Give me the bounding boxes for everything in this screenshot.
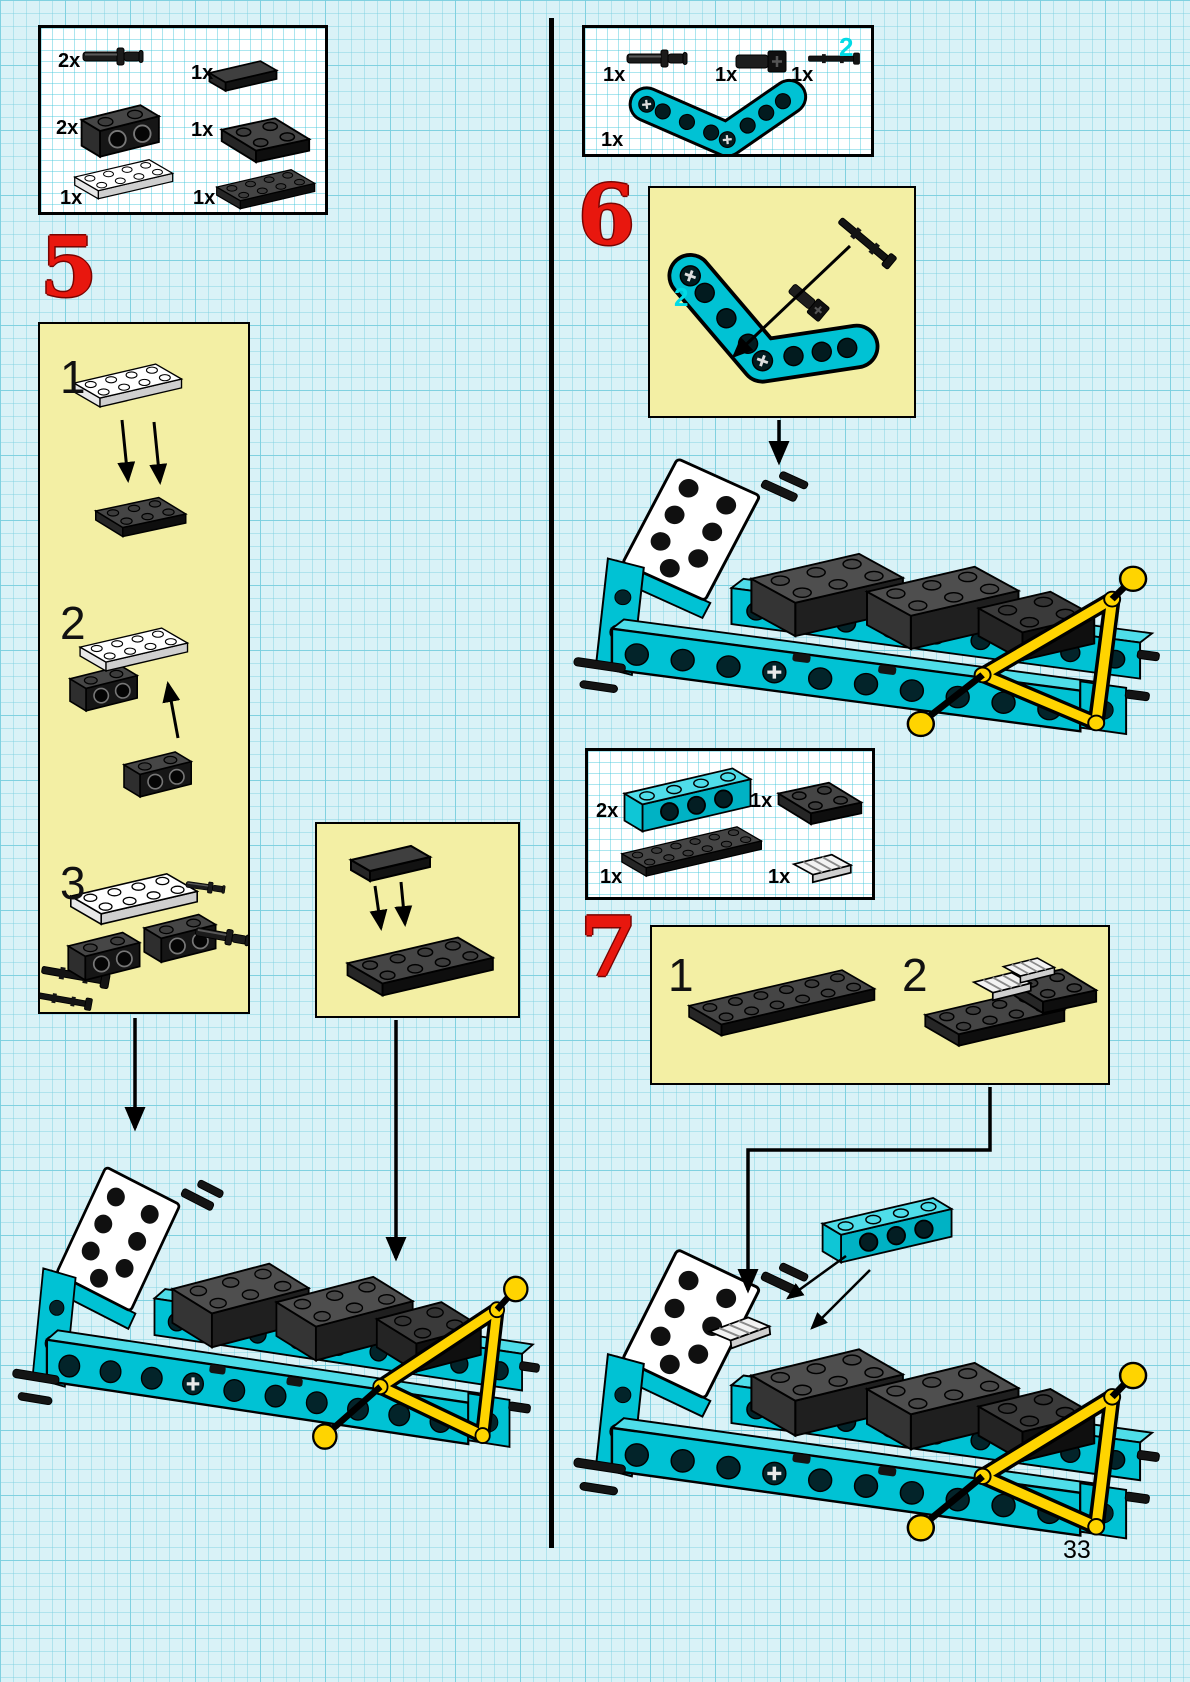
qty-label: 1x	[191, 62, 214, 84]
substep-3-number: 3	[60, 857, 86, 909]
qty-label: 1x	[600, 866, 623, 888]
chassis-assembly-step5	[20, 1150, 540, 1460]
white-plate-2x4	[79, 627, 189, 672]
technic-brick	[143, 913, 217, 963]
assembly-arrow	[162, 681, 181, 739]
black-plate-2x6-part	[621, 826, 762, 877]
assembly-arrow	[117, 419, 136, 483]
black-axle	[40, 989, 93, 1012]
parts-callout-box-step5: 2x 1x 2x 1x 1x 1x	[38, 25, 328, 215]
qty-label: 1x	[791, 64, 814, 86]
white-grille-part	[792, 853, 852, 884]
qty-label: 1x	[60, 187, 83, 209]
step-6-number: 6	[578, 168, 636, 264]
qty-label: 2x	[596, 800, 619, 822]
substep-2-number: 2	[60, 597, 86, 649]
parts-box1-illustrations	[74, 47, 316, 210]
black-pin-part	[626, 49, 688, 68]
chassis	[12, 1136, 540, 1449]
dark-tile-part	[208, 60, 278, 92]
step-7-number: 7	[580, 900, 638, 996]
assembly-arrow	[369, 885, 388, 931]
assembly-arrow	[394, 881, 413, 927]
substep-2-number: 2	[902, 949, 928, 1001]
teal-brick-part	[623, 767, 752, 833]
tile-substep-panel	[315, 822, 520, 1018]
chassis-assembly-step6	[582, 442, 1160, 747]
technic-brick-part	[80, 104, 160, 158]
black-plate-2x4	[346, 936, 494, 997]
chassis-assembly-step7	[582, 1232, 1160, 1552]
white-plate-2x4-part	[74, 159, 174, 200]
step6-panel: 2	[648, 186, 916, 418]
qty-label: 1x	[768, 866, 791, 888]
assembly-arrow	[731, 244, 852, 359]
axle-length-label: 2	[839, 32, 854, 62]
column-divider	[549, 18, 554, 1548]
grille-on-chassis	[707, 1314, 773, 1352]
white-plate-2x4	[73, 363, 183, 408]
page-number: 33	[1063, 1536, 1091, 1564]
qty-label: 2x	[58, 50, 81, 72]
qty-label: 1x	[603, 64, 626, 86]
technic-brick	[67, 931, 141, 981]
black-axle	[834, 213, 898, 271]
parts-callout-box-step6: 1x 1x 1x 2 1x	[582, 25, 874, 157]
black-plate-2x2-part	[777, 781, 863, 825]
substep-1-number: 1	[60, 351, 86, 403]
black-plate-2x3	[95, 496, 187, 538]
technic-brick	[69, 665, 139, 712]
chassis	[573, 1217, 1159, 1540]
chassis	[573, 428, 1159, 736]
axle-connector-part	[734, 49, 788, 74]
qty-label: 1x	[750, 790, 773, 812]
white-plate-2x4	[70, 872, 198, 926]
step-5-number: 5	[40, 220, 98, 316]
tile-substep-art	[346, 845, 494, 997]
step7-art	[688, 957, 1098, 1047]
substep-1-number: 1	[668, 949, 694, 1001]
black-plate-2x4-part	[216, 169, 316, 210]
teal-liftarm-part	[638, 82, 795, 154]
parts-box2-illustrations	[585, 49, 860, 154]
dark-plate-2x2-part	[220, 117, 311, 164]
qty-label: 1x	[191, 119, 214, 141]
qty-label: 2x	[56, 117, 79, 139]
step5-substeps-panel: 1 2 3	[38, 322, 250, 1014]
parts-callout-box-step7: 2x 1x 1x 1x	[585, 748, 875, 900]
step7-panel: 1 2	[650, 925, 1110, 1085]
step6-art	[650, 213, 898, 416]
dark-tile	[350, 845, 431, 882]
axle-length-label: 2	[674, 282, 689, 312]
parts-box3-illustrations	[621, 767, 863, 884]
white-grille	[707, 1314, 773, 1352]
step5-substeps-art	[40, 363, 248, 1012]
black-plate-2x6	[688, 969, 876, 1037]
qty-label: 1x	[601, 129, 624, 151]
technic-brick	[123, 751, 192, 798]
assembly-arrow	[149, 421, 168, 485]
qty-label: 1x	[193, 187, 216, 209]
qty-label: 1x	[715, 64, 738, 86]
black-pin-part	[82, 47, 144, 66]
